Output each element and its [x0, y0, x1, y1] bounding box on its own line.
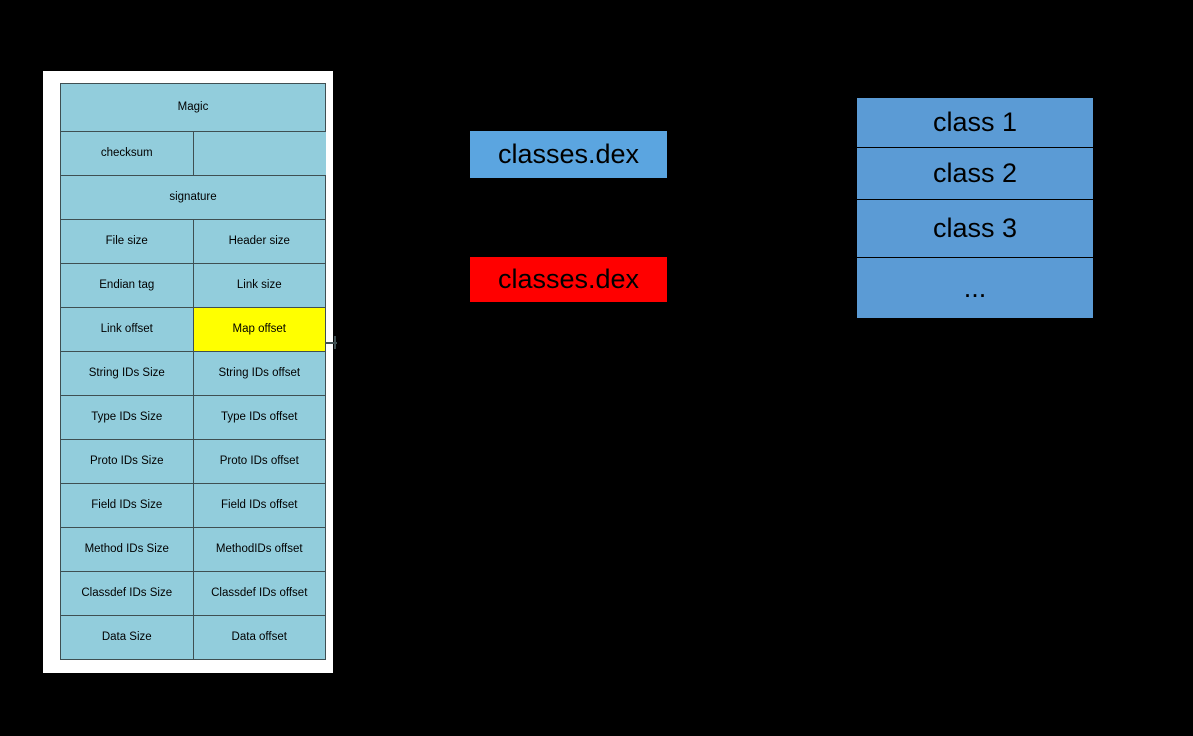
table-row: Method IDs Size MethodIDs offset [60, 527, 326, 572]
header-field-map-offset: Map offset [192, 307, 326, 352]
header-field-classdef-ids-size: Classdef IDs Size [60, 571, 194, 616]
table-row: Endian tag Link size [60, 263, 326, 308]
table-row: Classdef IDs Size Classdef IDs offset [60, 571, 326, 616]
header-field-signature: signature [60, 175, 326, 220]
header-field-checksum: checksum [60, 131, 194, 176]
table-row: Magic [60, 83, 326, 132]
header-field-endian-tag: Endian tag [60, 263, 194, 308]
table-row: signature [60, 175, 326, 220]
table-row: Field IDs Size Field IDs offset [60, 483, 326, 528]
header-field-data-size: Data Size [60, 615, 194, 660]
map-offset-connector-line [326, 342, 337, 344]
header-field-magic: Magic [60, 83, 326, 132]
header-field-proto-ids-offset: Proto IDs offset [192, 439, 326, 484]
table-row: Proto IDs Size Proto IDs offset [60, 439, 326, 484]
table-row: checksum [60, 131, 326, 176]
classes-dex-chip-red: classes.dex [470, 257, 667, 302]
header-field-empty [193, 131, 326, 176]
header-field-data-offset: Data offset [192, 615, 326, 660]
header-field-classdef-ids-offset: Classdef IDs offset [192, 571, 326, 616]
header-field-method-ids-offset: MethodIDs offset [192, 527, 326, 572]
table-row: File size Header size [60, 219, 326, 264]
table-row: Data Size Data offset [60, 615, 326, 660]
header-field-string-ids-size: String IDs Size [60, 351, 194, 396]
header-field-header-size: Header size [192, 219, 326, 264]
list-item-class-3: class 3 [856, 199, 1094, 258]
header-field-field-ids-size: Field IDs Size [60, 483, 194, 528]
table-row: Type IDs Size Type IDs offset [60, 395, 326, 440]
map-offset-connector-tick [334, 336, 336, 349]
header-field-type-ids-offset: Type IDs offset [192, 395, 326, 440]
dex-header-table: Magic checksum signature File size Heade… [60, 83, 326, 660]
header-field-file-size: File size [60, 219, 194, 264]
list-item-class-2: class 2 [856, 147, 1094, 200]
dex-header-panel: Magic checksum signature File size Heade… [43, 71, 333, 673]
table-row: Link offset Map offset [60, 307, 326, 352]
class-list: class 1 class 2 class 3 ... [856, 97, 1094, 319]
header-field-link-size: Link size [192, 263, 326, 308]
list-item-class-ellipsis: ... [856, 257, 1094, 319]
header-field-type-ids-size: Type IDs Size [60, 395, 194, 440]
header-field-field-ids-offset: Field IDs offset [192, 483, 326, 528]
classes-dex-chip-blue: classes.dex [470, 131, 667, 178]
header-field-string-ids-offset: String IDs offset [192, 351, 326, 396]
header-field-method-ids-size: Method IDs Size [60, 527, 194, 572]
header-field-proto-ids-size: Proto IDs Size [60, 439, 194, 484]
table-row: String IDs Size String IDs offset [60, 351, 326, 396]
list-item-class-1: class 1 [856, 97, 1094, 148]
header-field-link-offset: Link offset [60, 307, 194, 352]
